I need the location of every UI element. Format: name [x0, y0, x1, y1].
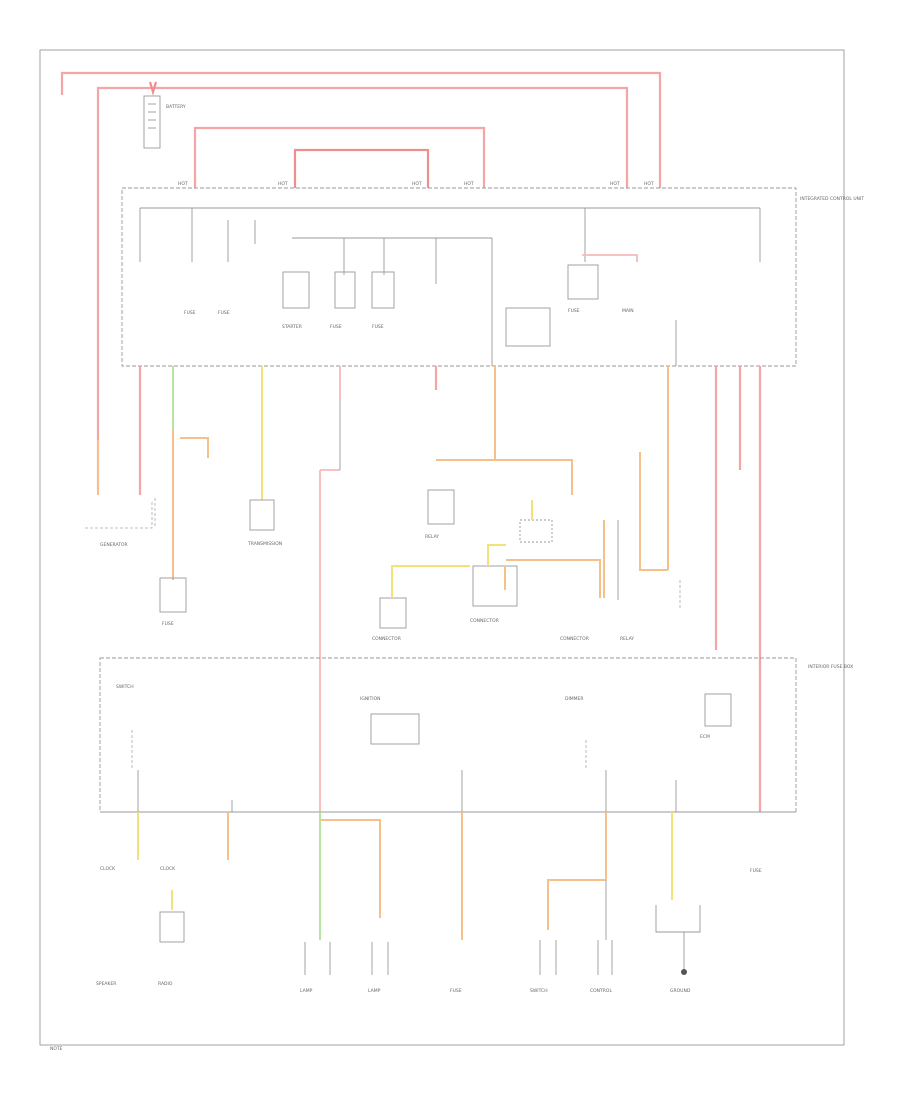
svg-text:FUSE: FUSE	[750, 868, 762, 874]
underhood-labels: HOT HOT HOT HOT HOT HOT FUSE FUSE STARTE…	[178, 181, 864, 330]
svg-text:CONNECTOR: CONNECTOR	[372, 636, 401, 642]
svg-text:HOT: HOT	[464, 181, 474, 187]
diagram-frame	[39, 49, 845, 1046]
svg-text:FUSE: FUSE	[568, 308, 580, 314]
bottom-components: CLOCK CLOCK SPEAKER RADIO LAMP LAMP FUSE…	[50, 866, 762, 1052]
interior-box-label: INTERIOR FUSE BOX	[808, 664, 853, 670]
svg-text:CONNECTOR: CONNECTOR	[470, 618, 499, 624]
svg-text:CONTROL: CONTROL	[590, 988, 612, 994]
battery-symbol: BATTERY	[143, 81, 186, 149]
interior-fuse-box	[99, 657, 797, 813]
svg-text:HOT: HOT	[610, 181, 620, 187]
svg-text:ECM: ECM	[700, 734, 710, 740]
svg-text:RADIO: RADIO	[158, 981, 173, 987]
svg-text:IGNITION: IGNITION	[360, 696, 381, 702]
svg-text:FUSE: FUSE	[330, 324, 342, 330]
mid-components: FUSE TRANSMISSION RELAY CONNECTOR CONNEC…	[116, 489, 732, 745]
svg-text:HOT: HOT	[278, 181, 288, 187]
svg-text:DIMMER: DIMMER	[565, 696, 584, 702]
interior-fuses	[137, 770, 677, 812]
svg-text:SWITCH: SWITCH	[530, 988, 548, 994]
underhood-fuses	[139, 208, 761, 366]
battery-label: BATTERY	[166, 104, 186, 110]
svg-text:NOTE: NOTE	[50, 1046, 63, 1052]
svg-text:SWITCH: SWITCH	[116, 684, 134, 690]
dashed-connectors	[131, 498, 681, 770]
svg-text:LAMP: LAMP	[300, 988, 313, 994]
svg-text:FUSE: FUSE	[450, 988, 462, 994]
svg-text:STARTER: STARTER	[282, 324, 302, 330]
svg-text:CONNECTOR: CONNECTOR	[560, 636, 589, 642]
svg-text:LAMP: LAMP	[368, 988, 381, 994]
svg-text:RELAY: RELAY	[425, 534, 439, 540]
underhood-box-label: INTEGRATED CONTROL UNIT	[800, 196, 864, 202]
svg-text:GROUND: GROUND	[670, 988, 691, 994]
svg-text:HOT: HOT	[644, 181, 654, 187]
svg-text:FUSE: FUSE	[218, 310, 230, 316]
svg-text:HOT: HOT	[178, 181, 188, 187]
svg-text:FUSE: FUSE	[372, 324, 384, 330]
svg-text:TRANSMISSION: TRANSMISSION	[247, 541, 282, 547]
svg-text:FUSE: FUSE	[184, 310, 196, 316]
bottom-wires	[137, 812, 673, 940]
svg-text:HOT: HOT	[412, 181, 422, 187]
svg-text:SPEAKER: SPEAKER	[96, 981, 116, 987]
generator-label: GENERATOR	[100, 542, 128, 548]
svg-text:CLOCK: CLOCK	[100, 866, 116, 872]
underhood-fuse-box	[121, 187, 797, 367]
main-battery-feed	[60, 71, 662, 490]
svg-text:RELAY: RELAY	[620, 636, 634, 642]
mid-colored-runs	[391, 452, 668, 600]
svg-text:MAIN: MAIN	[622, 308, 634, 314]
svg-text:FUSE: FUSE	[162, 621, 174, 627]
mid-wires	[97, 366, 762, 812]
svg-text:CLOCK: CLOCK	[160, 866, 176, 872]
generator-component: GENERATOR	[85, 500, 153, 548]
